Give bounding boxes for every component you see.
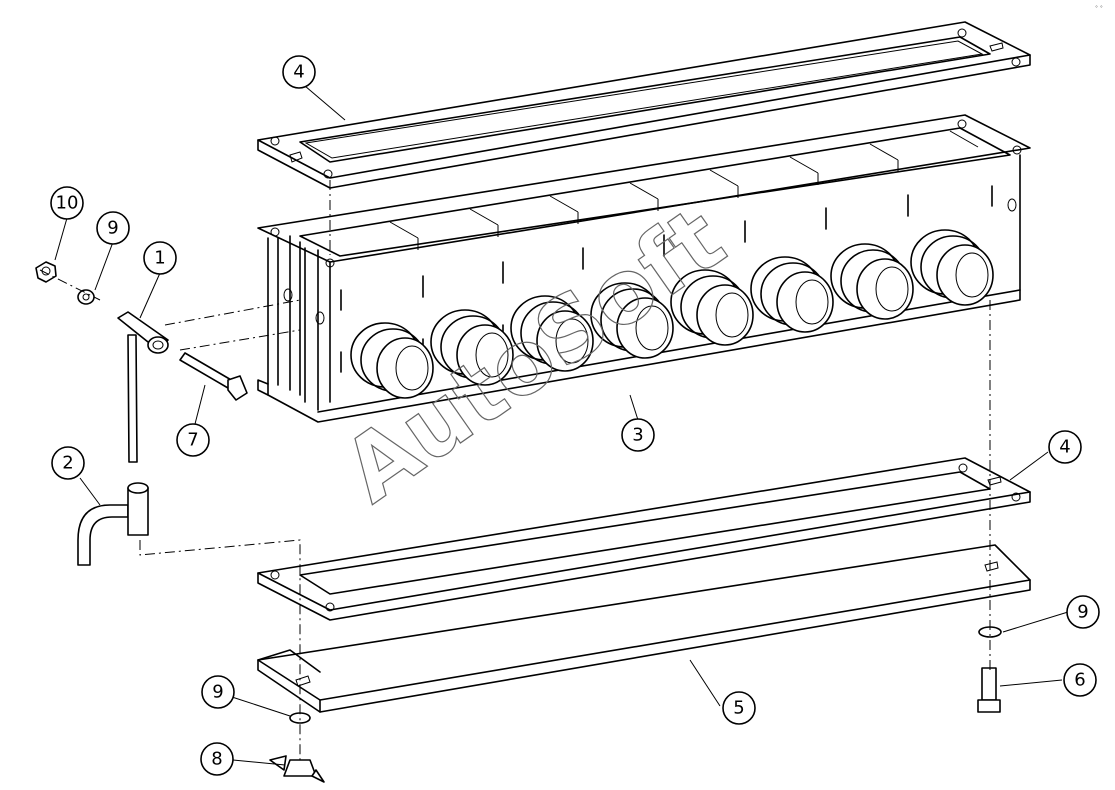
callout-1: 1 [143, 241, 177, 275]
nozzle-4 [590, 282, 674, 359]
callout-label: 9 [107, 218, 118, 239]
callout-8: 8 [200, 742, 234, 776]
callout-circle [1063, 663, 1097, 697]
callout-circle [51, 446, 85, 480]
callout-9c: 9 [201, 675, 235, 709]
callout-circle [201, 675, 235, 709]
assembly-center-lines [39, 180, 991, 760]
bolt-right-part [977, 667, 1001, 713]
callout-10: 10 [50, 186, 84, 220]
callout-label: 4 [1059, 437, 1070, 458]
callout-circle [621, 418, 655, 452]
callout-6: 6 [1063, 663, 1097, 697]
washer-left-part [289, 712, 311, 724]
callout-label: 6 [1074, 670, 1085, 691]
callout-label: 4 [293, 62, 304, 83]
elbow-pipe-part [77, 482, 149, 566]
callout-label: 2 [62, 453, 73, 474]
callout-3: 3 [621, 418, 655, 452]
callout-label: 10 [56, 193, 79, 214]
nozzle-7 [830, 243, 914, 320]
callout-label: 5 [733, 698, 744, 719]
callout-circle [1048, 430, 1082, 464]
nozzle-3 [510, 295, 594, 372]
nozzle-6 [750, 256, 834, 333]
callout-circle [282, 55, 316, 89]
nozzle-2 [430, 309, 514, 386]
callout-2: 2 [51, 446, 85, 480]
callout-circle [722, 691, 756, 725]
callout-label: 1 [154, 248, 165, 269]
corner-mark: ° ° [1095, 5, 1103, 12]
callout-label: 3 [632, 425, 643, 446]
callout-circle [96, 211, 130, 245]
callout-7: 7 [176, 423, 210, 457]
callout-circle [50, 186, 84, 220]
callout-label: 8 [211, 749, 222, 770]
callout-circle [200, 742, 234, 776]
nozzle-5 [670, 269, 754, 346]
main-housing-part [257, 114, 1031, 423]
callout-9a: 9 [96, 211, 130, 245]
callout-label: 7 [187, 430, 198, 451]
bolt-part [179, 352, 248, 401]
wing-nut-part [269, 755, 325, 783]
callout-5: 5 [722, 691, 756, 725]
callout-9b: 9 [1066, 595, 1100, 629]
nozzle-8 [910, 229, 994, 306]
nozzle-1 [350, 322, 434, 399]
callout-circle [143, 241, 177, 275]
callout-4b: 4 [1048, 430, 1082, 464]
callout-4a: 4 [282, 55, 316, 89]
callout-label: 9 [1077, 602, 1088, 623]
tray-part [257, 544, 1031, 713]
callout-balloons: 4 10 9 1 7 2 3 4 9 6 5 9 8 [50, 55, 1100, 776]
callout-label: 9 [212, 682, 223, 703]
callout-circle [1066, 595, 1100, 629]
callout-leader-lines [54, 85, 1069, 766]
handle-part [117, 311, 169, 463]
callout-circle [176, 423, 210, 457]
nut-part [35, 261, 57, 283]
washer-part [77, 289, 95, 305]
